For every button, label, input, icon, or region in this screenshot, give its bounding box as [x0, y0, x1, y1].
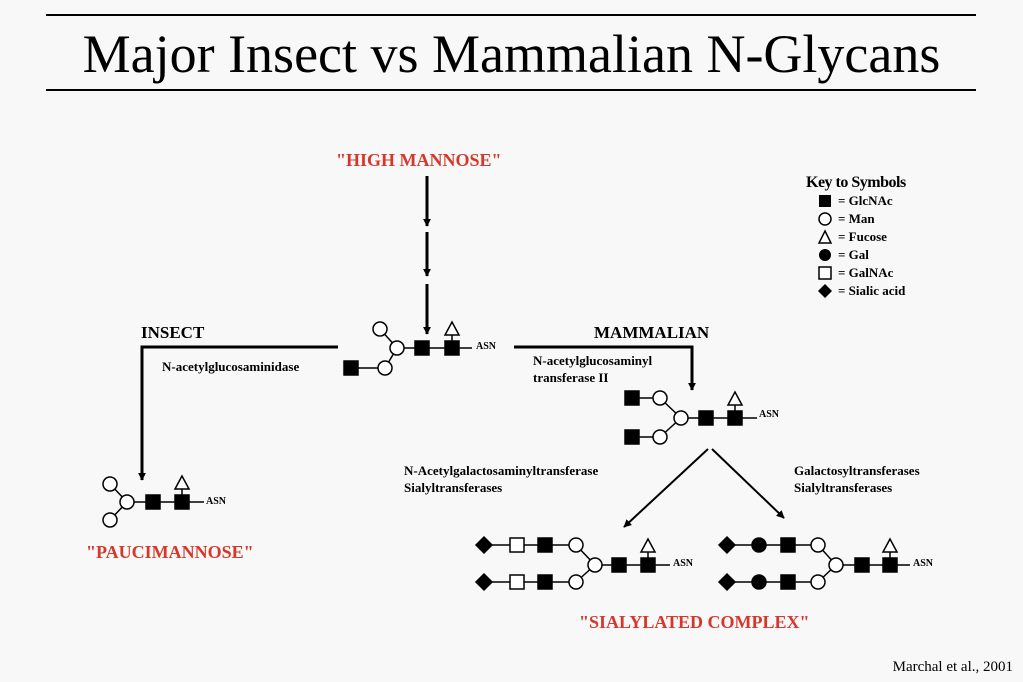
arrow-to-galnac-branch [623, 448, 709, 528]
glcnac-icon [624, 390, 640, 406]
label-high-mannose: "HIGH MANNOSE" [336, 150, 502, 170]
glcnac-icon [611, 557, 627, 573]
legend-label: = GalNAc [838, 265, 894, 280]
legend-item-fucose: = Fucose [800, 228, 970, 246]
enzyme-sialyltransferases-right: Sialyltransferases [794, 480, 893, 495]
fucose-icon [173, 474, 191, 490]
enzyme-gnt-ii-line2: transferase II [533, 370, 609, 385]
glcnac-icon [343, 360, 359, 376]
open-circle-icon [818, 212, 832, 226]
glcnac-icon [624, 429, 640, 445]
glcnac-icon [780, 537, 796, 553]
glcnac-icon [780, 574, 796, 590]
glcnac-icon [854, 557, 870, 573]
enzyme-sialyltransferases-left: Sialyltransferases [404, 480, 503, 495]
legend-item-sialic-acid: = Sialic acid [800, 282, 970, 300]
label-mammalian: MAMMALIAN [594, 323, 710, 342]
filled-diamond-icon [818, 284, 832, 298]
glcnac-icon [414, 340, 430, 356]
mannose-icon [568, 574, 584, 590]
open-triangle-icon [817, 229, 833, 244]
galactose-icon [751, 537, 767, 553]
galnac-icon [509, 537, 525, 553]
asn-label-high-mannose: ASN [476, 341, 497, 352]
mannose-icon [372, 321, 388, 337]
fucose-icon [726, 390, 744, 406]
fucose-icon [639, 537, 657, 553]
glcnac-icon [882, 557, 898, 573]
mannose-icon [673, 410, 689, 426]
arrow-insect-path [138, 345, 338, 481]
sialic-acid-icon [474, 535, 494, 555]
label-sialylated-complex: "SIALYLATED COMPLEX" [579, 612, 810, 632]
legend-label: = Fucose [838, 229, 887, 244]
citation: Marchal et al., 2001 [892, 659, 1013, 675]
legend-label: = Gal [838, 247, 869, 262]
galnac-icon [509, 574, 525, 590]
legend-item-galnac: = GalNAc [800, 264, 970, 282]
glcnac-icon [727, 410, 743, 426]
mannose-icon [568, 537, 584, 553]
fucose-icon [443, 320, 461, 336]
glcnac-icon [698, 410, 714, 426]
legend-item-gal: = Gal [800, 246, 970, 264]
mannose-icon [389, 340, 405, 356]
glcnac-icon [640, 557, 656, 573]
sialic-acid-icon [717, 572, 737, 592]
enzyme-galactosyltransferases: Galactosyltransferases [794, 463, 920, 478]
legend-label: = GlcNAc [838, 193, 893, 208]
enzyme-galnac-transferase: N-Acetylgalactosaminyltransferase [404, 463, 599, 478]
sialic-acid-icon [474, 572, 494, 592]
sialic-acid-icon [717, 535, 737, 555]
title-rule-top [46, 14, 976, 16]
glcnac-icon [537, 574, 553, 590]
asn-label-sialylated-gal: ASN [913, 558, 934, 569]
legend-item-man: = Man [800, 210, 970, 228]
filled-square-icon [819, 195, 831, 207]
mannose-icon [102, 476, 118, 492]
mannose-icon [102, 512, 118, 528]
label-paucimannose: "PAUCIMANNOSE" [86, 542, 254, 562]
mannose-icon [119, 494, 135, 510]
glcnac-icon [174, 494, 190, 510]
glcnac-icon [537, 537, 553, 553]
asn-label-gnt-product: ASN [759, 409, 780, 420]
mannose-icon [810, 574, 826, 590]
legend-label: = Sialic acid [838, 283, 906, 298]
asn-label-paucimannose: ASN [206, 496, 227, 507]
asn-label-sialylated-galnac: ASN [673, 558, 694, 569]
enzyme-gnt-ii-line1: N-acetylglucosaminyl [533, 353, 653, 368]
legend-item-glcnac: = GlcNAc [800, 192, 970, 210]
mannose-icon [587, 557, 603, 573]
glcnac-icon [444, 340, 460, 356]
galactose-icon [751, 574, 767, 590]
glcnac-icon [145, 494, 161, 510]
open-square-icon [818, 266, 832, 280]
page-title: Major Insect vs Mammalian N-Glycans [82, 24, 941, 84]
title-rule-bottom [46, 89, 976, 91]
filled-circle-icon [819, 249, 831, 261]
mannose-icon [810, 537, 826, 553]
fucose-icon [881, 537, 899, 553]
mannose-icon [652, 390, 668, 406]
arrow-mammalian-path [514, 345, 696, 391]
mannose-icon [652, 429, 668, 445]
mannose-icon [828, 557, 844, 573]
legend-label: = Man [838, 211, 875, 226]
legend-title: Key to Symbols [806, 174, 906, 191]
mannose-icon [377, 360, 393, 376]
legend: Key to Symbols = GlcNAc = Man = Fucose =… [800, 174, 970, 300]
arrow-to-gal-branch [711, 448, 785, 519]
label-insect: INSECT [141, 323, 205, 342]
enzyme-n-acetylglucosaminidase: N-acetylglucosaminidase [162, 359, 300, 374]
